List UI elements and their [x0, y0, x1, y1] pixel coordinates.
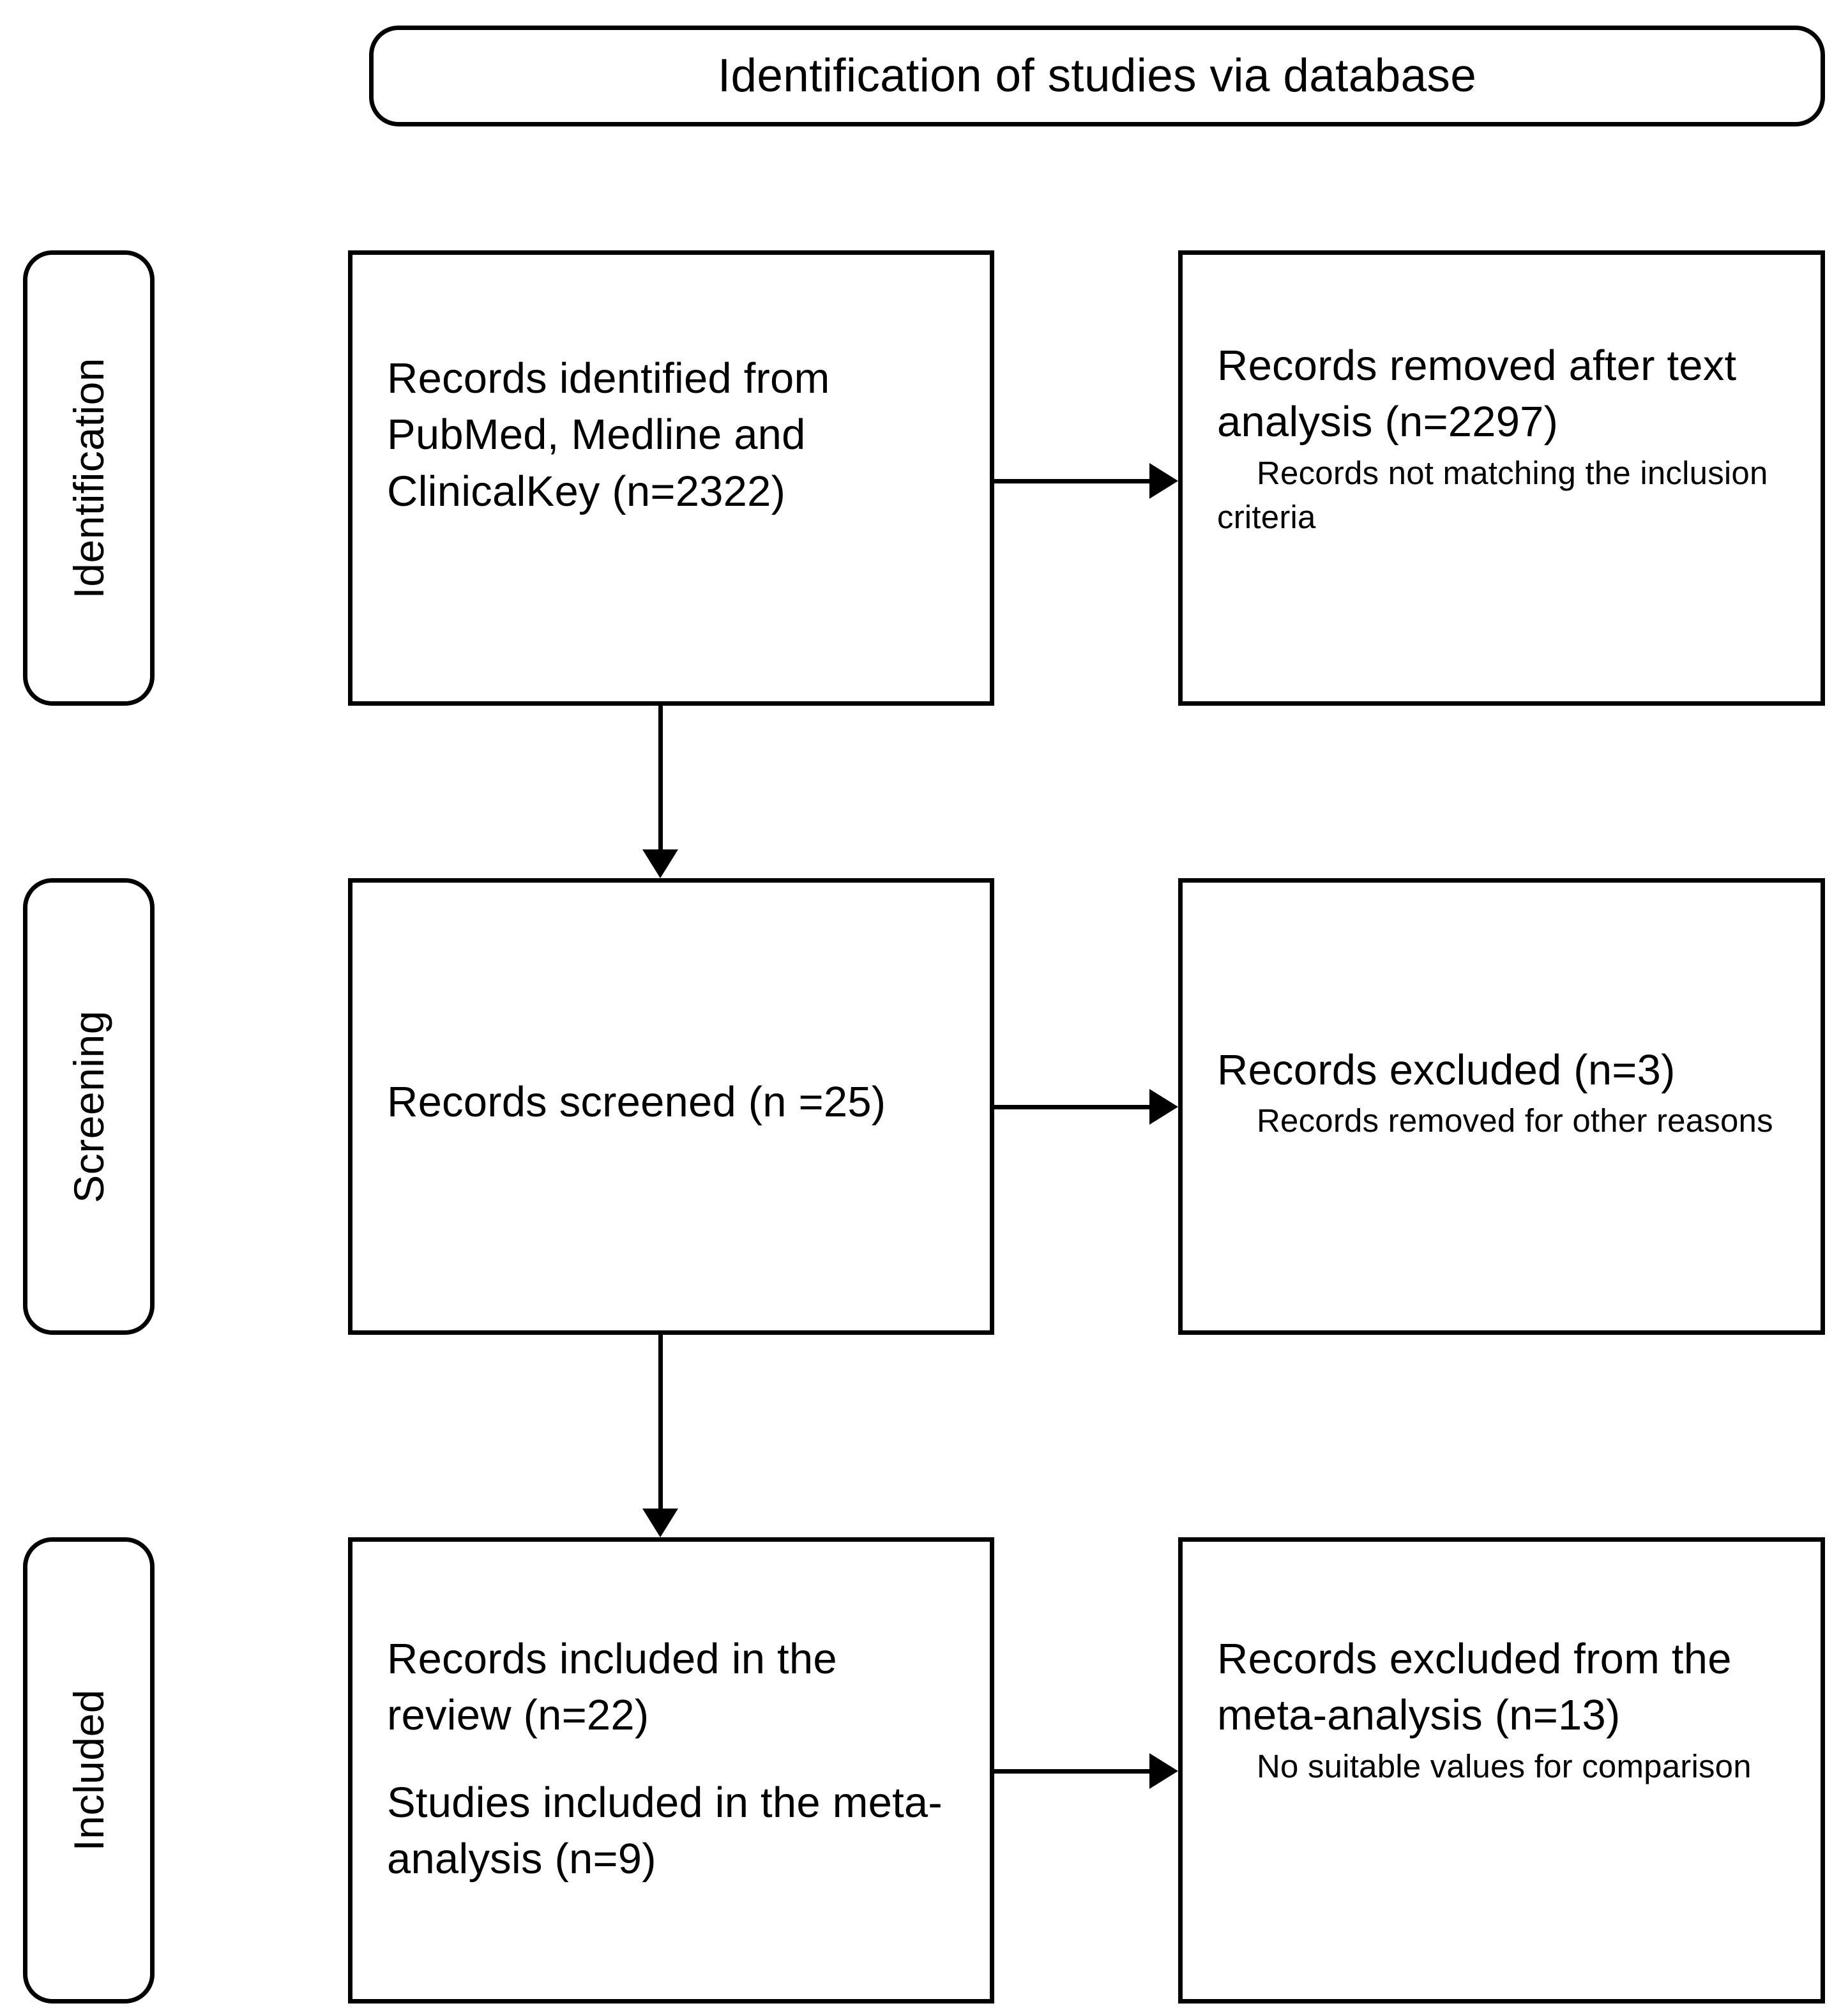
arrow-right-icon [1149, 1753, 1178, 1789]
box-body: Records excluded (n=3) Records removed f… [1183, 1042, 1821, 1143]
box-records-excluded-from-meta: Records excluded from the meta-analysis … [1178, 1537, 1825, 2004]
stage-label-included: Included [23, 1537, 155, 2004]
records-screened-text: Records screened (n =25) [387, 1078, 886, 1126]
connector-identified-to-removed-line [994, 479, 1153, 483]
arrow-right-icon [1149, 463, 1178, 499]
paragraph-spacer [387, 1744, 955, 1775]
connector-included-to-excluded-meta-line [994, 1769, 1153, 1774]
studies-included-meta-text: Studies included in the meta-analysis (n… [387, 1778, 943, 1883]
box-body: Records identified from PubMed, Medline … [352, 351, 990, 520]
records-removed-text: Records removed after text analysis (n=2… [1217, 342, 1737, 446]
box-records-included: Records included in the review (n=22) St… [348, 1537, 994, 2004]
box-body: Records excluded from the meta-analysis … [1183, 1631, 1821, 1788]
box-records-identified: Records identified from PubMed, Medline … [348, 250, 994, 706]
records-excluded-meta-reason: No suitable values for comparison [1257, 1747, 1752, 1784]
arrow-down-icon [642, 1509, 678, 1537]
arrow-right-icon [1149, 1089, 1178, 1125]
records-included-review-text: Records included in the review (n=22) [387, 1635, 837, 1740]
stage-label-screening: Screening [23, 878, 155, 1335]
box-body: Records removed after text analysis (n=2… [1183, 338, 1821, 540]
stage-label-text: Included [65, 1689, 112, 1852]
records-identified-text: Records identified from PubMed, Medline … [387, 354, 830, 515]
records-excluded-text: Records excluded (n=3) [1217, 1046, 1676, 1094]
records-excluded-meta-text: Records excluded from the meta-analysis … [1217, 1635, 1732, 1740]
arrow-down-icon [642, 849, 678, 878]
stage-label-text: Identification [65, 357, 112, 599]
connector-identified-to-screened-line [658, 706, 663, 851]
box-body: Records screened (n =25) [352, 1074, 990, 1130]
connector-screened-to-included-line [658, 1335, 663, 1510]
box-records-screened: Records screened (n =25) [348, 878, 994, 1335]
stage-label-text: Screening [65, 1010, 112, 1203]
box-records-removed: Records removed after text analysis (n=2… [1178, 250, 1825, 706]
diagram-header-box: Identification of studies via database [369, 26, 1825, 126]
records-excluded-reason: Records removed for other reasons [1257, 1102, 1773, 1139]
connector-screened-to-excluded-line [994, 1105, 1153, 1109]
stage-label-identification: Identification [23, 250, 155, 706]
diagram-title: Identification of studies via database [717, 49, 1477, 102]
box-records-excluded: Records excluded (n=3) Records removed f… [1178, 878, 1825, 1335]
box-body: Records included in the review (n=22) St… [352, 1631, 990, 1888]
records-removed-reason: Records not matching the inclusion crite… [1217, 454, 1768, 536]
